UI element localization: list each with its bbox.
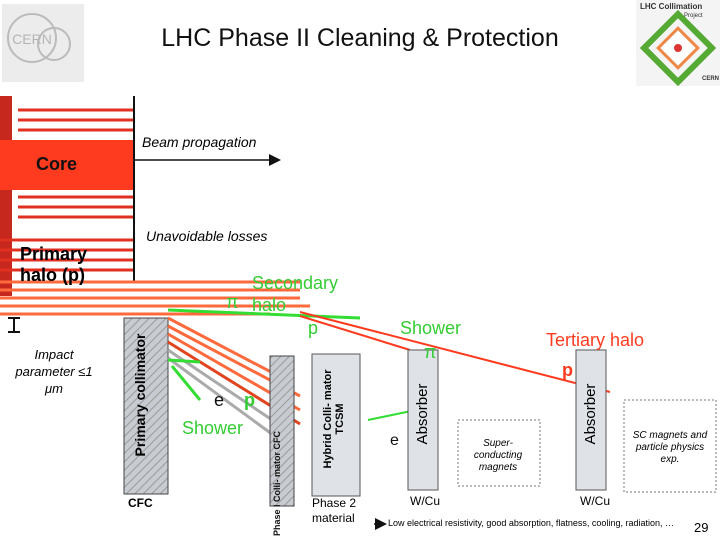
sc-magnets-label: SC magnets and particle physics exp.	[632, 430, 708, 465]
primary-collimator-label: Primary collimator	[132, 333, 148, 457]
p-tertiary-label: p	[562, 360, 573, 380]
cern-logo: CERN	[2, 4, 84, 82]
page-title: LHC Phase II Cleaning & Protection	[161, 24, 559, 52]
superconducting-label: Super- conducting magnets	[473, 438, 523, 473]
absorber-1-block	[407, 349, 439, 491]
phase1-collimator-label: Phase I Colli- mator CFC	[272, 430, 282, 536]
core-label: Core	[36, 154, 78, 174]
tertiary-halo-ray	[299, 311, 611, 393]
absorber-2-block	[575, 349, 607, 491]
svg-text:CERN: CERN	[12, 31, 52, 47]
primary-collimator-block	[123, 317, 169, 495]
absorber-2-label: Absorber	[582, 383, 599, 445]
phase2-material-label: Phase 2 material	[312, 496, 357, 525]
page-number: 29	[694, 520, 709, 535]
e-near-label: e	[214, 390, 225, 410]
beam-propagation-label: Beam propagation	[142, 134, 257, 150]
impact-parameter-label: Impact parameter ≤1 μm	[15, 347, 93, 396]
secondary-halo-label: Secondary halo	[252, 273, 339, 315]
phase1-collimator-block	[269, 355, 295, 507]
impact-parameter-marker	[8, 317, 20, 333]
primary-halo-label: Primary halo (p)	[20, 244, 88, 285]
unavoidable-losses-label: Unavoidable losses	[146, 228, 268, 244]
p-secondary-label: p	[308, 318, 319, 338]
lhc-collimation-logo: LHC Collimation Project CERN	[636, 0, 720, 87]
absorber-1-label: Absorber	[414, 383, 431, 445]
header-band	[0, 0, 720, 88]
pi-secondary-label: π	[226, 292, 239, 312]
footnote-text: Low electrical resistivity, good absorpt…	[388, 518, 674, 528]
core-beam-band	[0, 140, 134, 190]
e-far-label: e	[390, 432, 399, 449]
hybrid-collimator-label: Hybrid Colli- mator TCSM	[322, 369, 346, 469]
svg-text:Project: Project	[684, 13, 703, 19]
superconducting-magnets-box	[457, 419, 541, 487]
pi-shower-label: π	[424, 342, 437, 362]
tertiary-halo-label: Tertiary halo	[546, 330, 645, 350]
wcu-2-label: W/Cu	[580, 494, 610, 508]
hybrid-collimator-block	[311, 353, 361, 497]
sc-magnets-box	[623, 399, 717, 493]
svg-text:LHC Collimation: LHC Collimation	[640, 2, 702, 11]
wcu-1-label: W/Cu	[410, 494, 440, 508]
p-near-label: p	[244, 390, 255, 410]
svg-text:CERN: CERN	[702, 76, 719, 82]
core-beam-stripes	[0, 96, 134, 296]
shower-top-label: Shower	[400, 318, 462, 338]
primary-halo-rays	[0, 280, 310, 316]
shower-near-label: Shower	[182, 418, 244, 438]
cfc-label: CFC	[128, 496, 153, 510]
